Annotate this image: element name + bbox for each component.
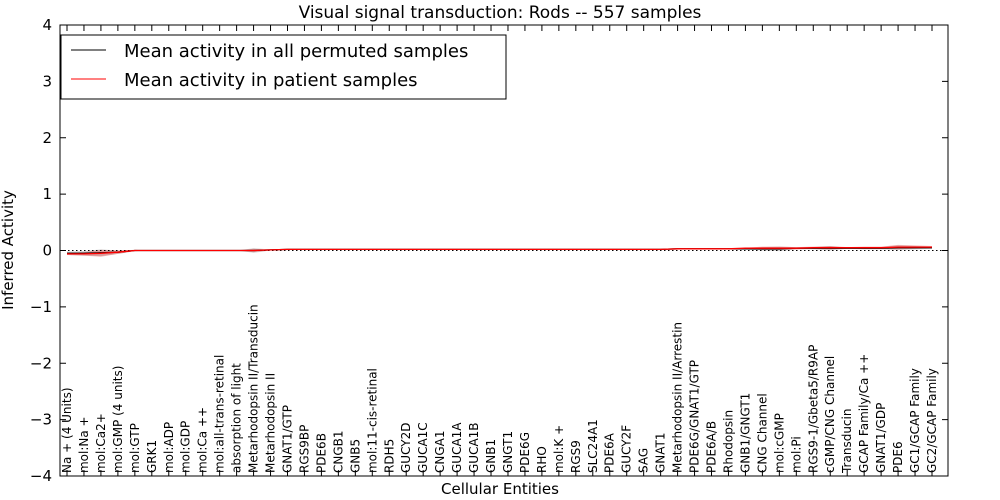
x-tick-label: mol:ADP — [162, 422, 176, 473]
x-tick-label: GNB1/GNGT1 — [738, 393, 752, 473]
x-tick-label: GNGT1 — [501, 431, 515, 473]
x-tick-label: GUCA1B — [467, 422, 481, 473]
series-line-1 — [67, 246, 932, 255]
x-tick-label: mol:Ca2+ — [94, 413, 108, 473]
x-tick-label: RDH5 — [382, 439, 396, 473]
x-axis: Na + (4 Units)mol:Na +mol:Ca2+mol:GMP (4… — [60, 25, 939, 476]
legend-box — [60, 34, 507, 100]
x-tick-label: GUCY2D — [399, 423, 413, 473]
x-tick-label: absorption of light — [230, 363, 244, 473]
x-tick-label: RGS9BP — [297, 425, 311, 473]
x-tick-label: mol:Pi — [789, 436, 803, 473]
x-tick-label: CNG Channel — [755, 393, 769, 473]
x-tick-label: mol:GTP — [128, 423, 142, 473]
x-tick-label: SLC24A1 — [586, 419, 600, 473]
x-tick-label: mol:K + — [552, 425, 566, 473]
chart-title: Visual signal transduction: Rods -- 557 … — [299, 3, 702, 23]
x-tick-label: GUCA1A — [450, 422, 464, 473]
y-tick-label: 2 — [42, 129, 52, 147]
x-tick-label: SAG — [637, 448, 651, 473]
y-tick-label: −3 — [30, 411, 52, 429]
x-tick-label: mol:GMP (4 units) — [111, 366, 125, 473]
y-tick-label: 0 — [42, 242, 52, 260]
y-tick-label: 1 — [42, 185, 52, 203]
y-tick-label: −4 — [30, 467, 52, 485]
x-tick-label: GRK1 — [145, 440, 159, 473]
x-tick-label: GNAT1/GTP — [280, 405, 294, 473]
x-tick-label: GUCY2F — [620, 425, 634, 473]
y-tick-label: 3 — [42, 72, 52, 90]
x-tick-label: GNB5 — [348, 439, 362, 473]
x-tick-label: Metarhodopsin II/Arrestin — [671, 322, 685, 473]
x-tick-label: cGMP/CNG Channel — [823, 356, 837, 473]
x-tick-label: GNAT1/GDP — [874, 403, 888, 473]
x-tick-label: PDE6A/B — [705, 421, 719, 473]
x-tick-label: GNB1 — [484, 439, 498, 473]
x-tick-label: Metarhodopsin II — [264, 373, 278, 473]
x-tick-label: mol:GDP — [179, 421, 193, 473]
x-tick-label: Metarhodopsin II/Transducin — [247, 304, 261, 473]
x-tick-label: mol:Ca ++ — [196, 407, 210, 473]
y-axis: −4 −3 −2 −1 0 1 2 3 4 — [30, 16, 948, 485]
legend-label-permuted: Mean activity in all permuted samples — [124, 41, 468, 62]
legend-label-patient: Mean activity in patient samples — [124, 70, 418, 91]
x-tick-label: CNGB1 — [331, 430, 345, 473]
x-tick-label: PDE6 — [891, 441, 905, 473]
x-tick-label: mol:Na + — [77, 416, 91, 473]
y-tick-label: −2 — [30, 354, 52, 372]
x-tick-label: mol:11-cis-retinal — [365, 368, 379, 473]
y-tick-label: −1 — [30, 298, 52, 316]
x-tick-label: GUCA1C — [416, 422, 430, 473]
x-tick-label: PDE6B — [314, 433, 328, 473]
x-tick-label: GC1/GCAP Family — [908, 368, 922, 473]
legend: Mean activity in all permuted samples Me… — [60, 34, 507, 100]
x-tick-label: PDE6G — [518, 432, 532, 473]
x-tick-label: GNAT1 — [654, 432, 668, 473]
x-tick-label: RHO — [535, 446, 549, 473]
x-axis-label: Cellular Entities — [441, 480, 559, 498]
x-tick-label: GCAP Family/Ca ++ — [857, 354, 871, 473]
x-tick-label: CNGA1 — [433, 431, 447, 474]
x-tick-label: mol:all-trans-retinal — [213, 355, 227, 473]
x-tick-label: PDE6A — [603, 432, 617, 473]
y-tick-label: 4 — [42, 16, 52, 34]
x-tick-label: Rhodopsin — [721, 410, 735, 473]
plot-area — [60, 244, 948, 257]
x-tick-label: RGS9-1/Gbeta5/R9AP — [806, 345, 820, 473]
x-tick-label: Na + (4 Units) — [60, 387, 74, 473]
x-tick-label: GC2/GCAP Family — [925, 368, 939, 473]
x-tick-label: Transducin — [840, 409, 854, 474]
x-tick-label: PDE6G/GNAT1/GTP — [688, 360, 702, 473]
y-axis-label: Inferred Activity — [0, 190, 17, 310]
x-tick-label: mol:cGMP — [772, 413, 786, 473]
x-tick-label: RGS9 — [569, 440, 583, 473]
